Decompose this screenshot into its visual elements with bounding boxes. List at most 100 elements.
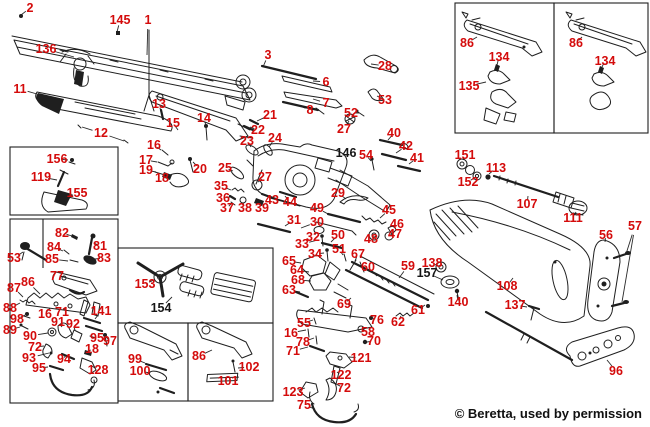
leader-line-71 (63, 306, 67, 311)
leader-line-37 (228, 203, 232, 207)
leader-line-7 (312, 98, 321, 102)
buttplate (587, 239, 631, 322)
leader-line-113 (488, 170, 494, 175)
leader-line-85 (59, 259, 69, 262)
leader-line-53 (376, 95, 382, 99)
leader-line-17 (150, 160, 158, 163)
forend-wood (35, 91, 173, 132)
leader-line-36 (226, 196, 231, 199)
leader-line-16 (297, 329, 307, 333)
mainspring-rods (344, 255, 460, 317)
leader-line-50 (330, 237, 336, 243)
panel-box-1 (9, 146, 119, 216)
leader-line-86 (204, 349, 213, 354)
leader-line-96 (606, 359, 613, 367)
leader-line-32 (314, 231, 318, 236)
leader-line-12 (109, 135, 125, 142)
box-ejector-parts (136, 261, 256, 303)
leader-line-53 (17, 251, 24, 256)
locking-parts (256, 195, 397, 262)
leader-line-16 (156, 146, 162, 151)
leader-line-154 (165, 296, 173, 304)
leader-line-82 (66, 233, 73, 237)
leader-line-119 (48, 177, 58, 181)
leader-line-71 (299, 346, 309, 350)
leader-line-20 (192, 161, 198, 167)
panel-box-6 (454, 2, 555, 134)
leader-line-33 (309, 239, 319, 243)
leader-line-45 (379, 213, 386, 219)
leader-line-88 (14, 302, 21, 307)
leader-line-99 (139, 360, 146, 364)
leader-line-51 (340, 251, 344, 256)
stock-bolt (456, 158, 588, 216)
leader-line-134 (601, 63, 605, 68)
trigger-plate (484, 304, 635, 367)
tr-panel-1-parts (461, 11, 543, 125)
leader-line-34 (319, 252, 325, 255)
leader-line-54 (367, 157, 372, 162)
leader-line-41 (408, 160, 414, 165)
leader-line-21 (256, 117, 265, 122)
leader-line-55 (307, 319, 314, 323)
leader-line-136 (54, 51, 75, 58)
leader-line-89 (14, 326, 21, 330)
leader-line-86 (578, 36, 583, 41)
leader-line-70 (366, 340, 371, 343)
leader-line-87 (17, 291, 24, 298)
leader-line-69 (346, 297, 352, 302)
trigger-group-frame (296, 299, 373, 424)
leader-line-22 (249, 126, 255, 130)
leader-line-137 (520, 305, 528, 308)
leader-line-98 (20, 314, 26, 318)
leader-line-81 (93, 242, 98, 246)
leader-line-24 (268, 141, 273, 148)
leader-lines (14, 10, 634, 410)
forend-iron (77, 90, 253, 188)
top-lever-and-strips (260, 54, 422, 173)
leader-line-83 (94, 257, 101, 260)
leader-line-78 (307, 337, 315, 341)
leader-line-121 (348, 356, 356, 359)
forend-latch-parts (59, 48, 95, 87)
leader-line-102 (237, 366, 245, 369)
box-forend-iron-1 (124, 321, 183, 395)
leader-line-84 (57, 248, 64, 252)
leader-line-11 (27, 90, 38, 95)
leader-line-92 (73, 326, 76, 331)
box-trigger-adjust-parts (41, 158, 88, 213)
leader-line-12 (81, 126, 93, 131)
copyright-notice: © Beretta, used by permission (454, 406, 642, 421)
leader-line-86 (471, 36, 478, 41)
leader-line-153 (148, 279, 155, 283)
receiver-pins (228, 118, 298, 206)
leader-line-31 (284, 222, 291, 227)
lock-parts (294, 254, 365, 299)
leader-line-40 (387, 135, 392, 141)
leader-line-57 (625, 234, 633, 255)
panel-box-7 (553, 2, 649, 134)
leader-line-86 (33, 287, 41, 295)
leader-line-1 (146, 28, 149, 56)
leader-line-145 (116, 25, 120, 33)
stock (429, 199, 591, 323)
leader-line-62 (398, 315, 402, 320)
leader-line-135 (476, 81, 487, 85)
panel-box-5 (187, 322, 274, 402)
leader-line-15 (174, 125, 179, 131)
leader-line-107 (527, 195, 529, 201)
leader-line-6 (312, 80, 321, 82)
leader-line-68 (303, 279, 312, 282)
leader-line-44 (284, 195, 289, 200)
panel-boxes (9, 2, 649, 404)
leader-line-138 (434, 263, 440, 267)
leader-line-35 (225, 187, 232, 191)
leader-line-42 (395, 148, 402, 154)
leader-line-140 (456, 294, 459, 299)
leader-line-108 (509, 277, 514, 283)
leader-line-76 (372, 317, 376, 320)
leader-line-97 (105, 336, 109, 340)
leader-line-156 (61, 158, 69, 161)
